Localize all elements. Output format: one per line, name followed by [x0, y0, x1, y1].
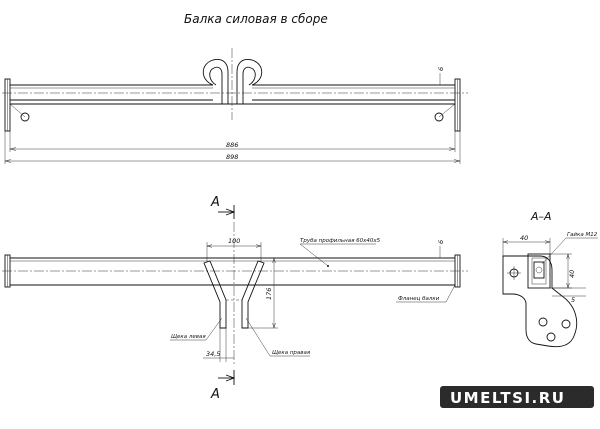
top-dim-outer: 898 [226, 153, 238, 161]
label-cheek-left: Щека левая [171, 334, 206, 340]
label-tube: Труба профильная 60х40х5 [300, 238, 381, 244]
watermark: UMELTSI.RU [440, 386, 594, 408]
top-dim-inner: 886 [226, 141, 238, 149]
drawing-title: Балка силовая в сборе [184, 12, 328, 26]
bottom-view: А А 100 176 [2, 195, 468, 402]
dim-bottom-width: 34,5 [206, 350, 220, 358]
section-hole-bottom [546, 332, 556, 342]
section-tube [527, 253, 551, 289]
section-hole-middle [538, 317, 548, 327]
dim-height: 176 [265, 288, 273, 300]
top-dim-thickness: 6 [437, 67, 445, 71]
top-hole-left [20, 112, 30, 122]
bottom-dim-thickness: 6 [437, 240, 445, 244]
section-dim-height: 40 [568, 270, 576, 278]
watermark-text: UMELTSI.RU [450, 389, 565, 407]
cheek-right-plate [241, 260, 265, 329]
top-view: 6 886 898 [2, 48, 468, 164]
section-hole-right [561, 319, 571, 329]
watermark-box [440, 386, 594, 408]
label-nut: Гайка М12 [567, 232, 598, 238]
label-cheek-right: Щека правая [272, 350, 311, 356]
section-cheek-plate [502, 255, 578, 348]
dim-top-width: 100 [228, 237, 240, 245]
top-cheek-right [236, 59, 263, 105]
section-mark-top: А [210, 195, 220, 210]
section-dim-width: 40 [520, 234, 528, 242]
section-dim-offset: 5 [571, 296, 575, 304]
section-mark-bottom: А [210, 387, 220, 402]
label-flange: Фланец балки [398, 296, 440, 302]
section-nut [533, 261, 545, 279]
top-hole-right [434, 112, 444, 122]
top-cheek-left [202, 59, 229, 105]
section-title: А–А [530, 210, 552, 223]
section-view: А–А 40 40 5 Гайка М1 [502, 210, 598, 348]
